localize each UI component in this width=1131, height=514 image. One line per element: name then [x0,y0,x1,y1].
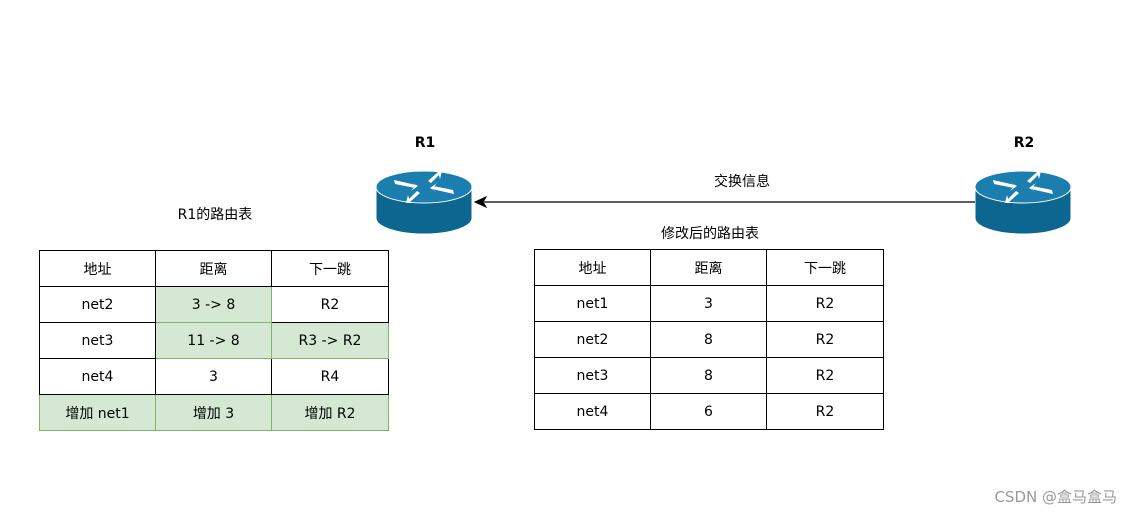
table-header-row: 地址 距离 下一跳 [39,250,389,287]
router-r1-icon[interactable] [375,170,473,235]
cell-address: net1 [534,285,651,322]
router-r2-icon[interactable] [974,170,1072,235]
cell-distance: 3 -> 8 [155,286,272,323]
cell-distance: 3 [650,285,767,322]
cell-address: net2 [39,286,156,323]
cell-next-hop: R2 [271,286,389,323]
cell-distance: 8 [650,357,767,394]
header-next-hop: 下一跳 [766,249,884,286]
cell-address: 增加 net1 [39,394,156,431]
cell-address: net2 [534,321,651,358]
cell-distance: 3 [155,358,272,395]
header-distance: 距离 [650,249,767,286]
table-row: net1 3 R2 [534,285,884,322]
cell-next-hop: R2 [766,393,884,430]
header-next-hop: 下一跳 [271,250,389,287]
cell-address: net3 [39,322,156,359]
updated-table-title: 修改后的路由表 [661,226,759,242]
cell-distance: 11 -> 8 [155,322,272,359]
link-label: 交换信息 [714,174,770,190]
cell-distance: 8 [650,321,767,358]
cell-next-hop: R3 -> R2 [271,322,389,359]
r1-routing-table: 地址 距离 下一跳 net2 3 -> 8 R2 net3 11 -> 8 R3… [39,250,389,431]
header-address: 地址 [39,250,156,287]
cell-next-hop: R2 [766,285,884,322]
cell-distance: 6 [650,393,767,430]
cell-next-hop: R4 [271,358,389,395]
table-row: 增加 net1 增加 3 增加 R2 [39,394,389,431]
table-row: net4 3 R4 [39,358,389,395]
table-row: net3 11 -> 8 R3 -> R2 [39,322,389,359]
cell-address: net3 [534,357,651,394]
cell-address: net4 [534,393,651,430]
cell-address: net4 [39,358,156,395]
table-row: net2 3 -> 8 R2 [39,286,389,323]
cell-distance: 增加 3 [155,394,272,431]
router-r2-label: R2 [1013,135,1035,151]
updated-routing-table: 地址 距离 下一跳 net1 3 R2 net2 8 R2 net3 8 R2 … [534,249,884,430]
cell-next-hop: R2 [766,357,884,394]
router-r1-label: R1 [414,135,436,151]
header-address: 地址 [534,249,651,286]
cell-next-hop: 增加 R2 [271,394,389,431]
table-row: net2 8 R2 [534,321,884,358]
table-header-row: 地址 距离 下一跳 [534,249,884,286]
header-distance: 距离 [155,250,272,287]
r1-table-title: R1的路由表 [177,207,253,223]
table-row: net4 6 R2 [534,393,884,430]
table-row: net3 8 R2 [534,357,884,394]
link-arrow[interactable] [473,195,975,209]
cell-next-hop: R2 [766,321,884,358]
watermark-text: CSDN @盒马盒马 [994,488,1117,506]
